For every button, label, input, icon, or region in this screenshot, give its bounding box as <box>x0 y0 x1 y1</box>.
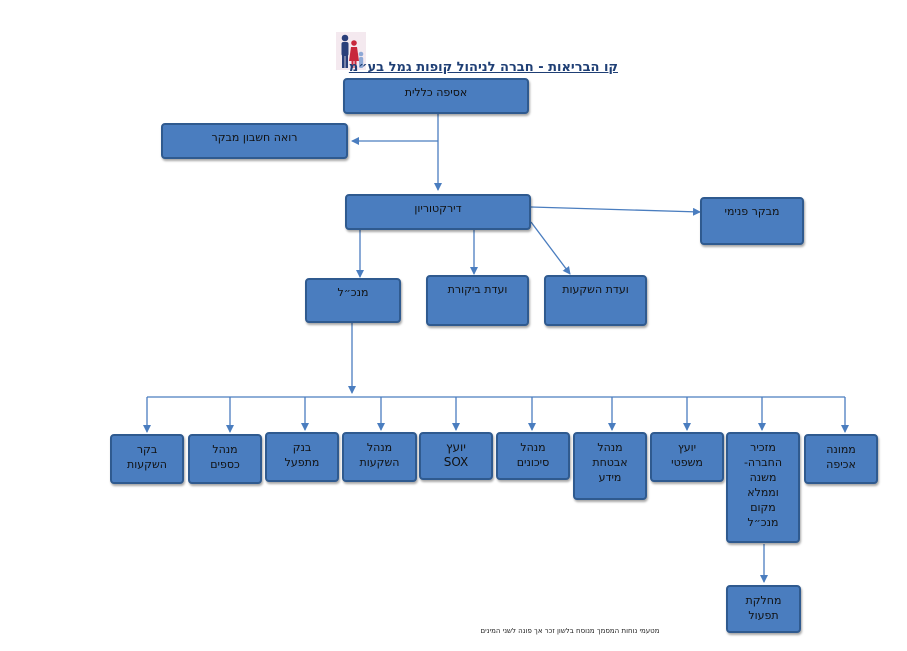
node-board-of-directors: דירקטוריון <box>345 194 531 230</box>
node-investment-controller: בקר השקעות <box>110 434 184 484</box>
connector-board-internal-auditor <box>530 206 701 216</box>
node-investment-committee: ועדת השקעות <box>544 275 647 326</box>
node-investment-manager: מנהל השקעות <box>342 432 417 482</box>
node-enforcement-officer: ממונה אכיפה <box>804 434 878 484</box>
node-risk-manager: מנהל סיכונים <box>496 432 570 480</box>
node-company-secretary: מזכיר החברה- משנה וממלא מקום מנכ״ל <box>726 432 800 543</box>
node-auditor-accountant: רואה חשבון מבקר <box>161 123 348 159</box>
node-internal-auditor: מבקר פנימי <box>700 197 804 245</box>
node-sox-advisor: יועץ SOX <box>419 432 493 480</box>
node-legal-advisor: יועץ משפטי <box>650 432 724 482</box>
node-operating-bank: בנק מתפעל <box>265 432 339 482</box>
family-people-icon <box>336 32 366 70</box>
node-finance-manager: מנהל כספים <box>188 434 262 484</box>
node-operations-department: מחלקת תפעול <box>726 585 801 633</box>
node-audit-committee: ועדת ביקורת <box>426 275 529 326</box>
node-general-assembly: אסיפה כללית <box>343 78 529 114</box>
connector-board-investment-committee <box>530 221 571 275</box>
footer-note: מטעמי נוחות המסמך מנוסח בלשון זכר אך פונ… <box>480 627 660 635</box>
node-infosec-manager: מנהל אבטחת מידע <box>573 432 647 500</box>
node-ceo: מנכ״ל <box>305 278 401 323</box>
page-title: קו הבריאות - חברה לניהול קופות גמל בע״מ <box>348 60 618 75</box>
